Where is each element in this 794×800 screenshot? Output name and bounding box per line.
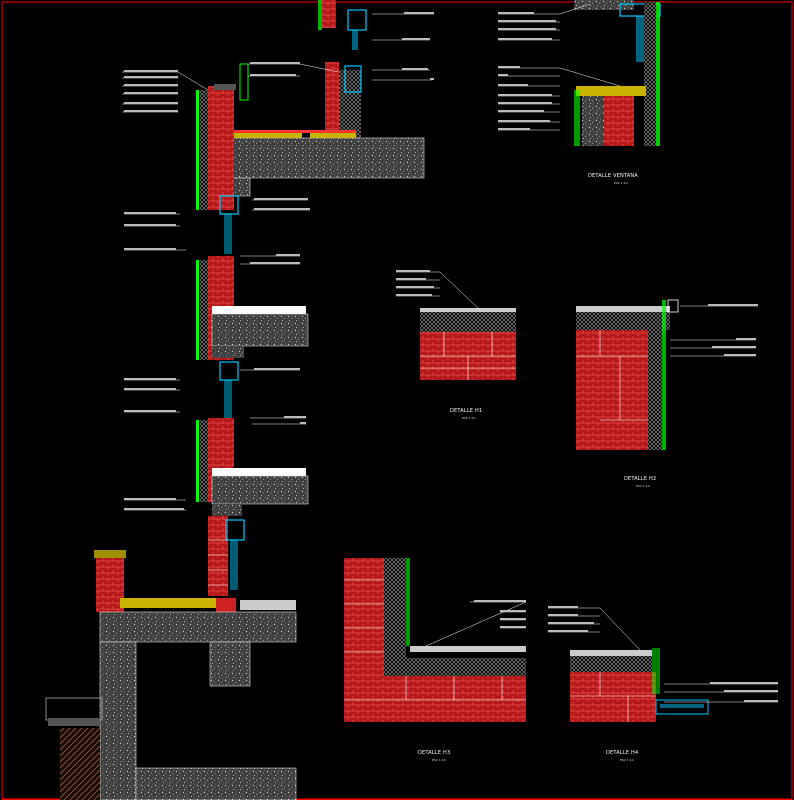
main-wall-section [45,0,434,800]
detail-h3: DETALLE H3 ESC 1:10 [344,558,527,762]
window-module-1 [219,195,239,254]
detail-h4-title: DETALLE H4 [606,750,638,756]
detail-window-scale: ESC 1:10 [614,181,628,185]
wall-module-3 [196,418,309,596]
detail-h1: DETALLE H1 ESC 1:10 [396,270,516,420]
section-label-blocks [124,12,434,510]
parapet-module-1 [196,63,249,210]
detail-h4: DETALLE H4 ESC 1:10 [548,606,778,762]
top-wall-module [318,0,367,142]
detail-h1-title: DETALLE H1 [450,408,482,414]
ground-floor-module [45,550,297,800]
detail-h3-title: DETALLE H3 [418,750,450,756]
slab-level-1 [209,130,425,197]
detail-h3-scale: ESC 1:10 [432,758,446,762]
detail-h4-scale: ESC 1:10 [620,758,634,762]
detail-h1-scale: ESC 1:10 [462,416,476,420]
detail-h2: DETALLE H2 ESC 1:10 [576,299,758,488]
detail-window-title: DETALLE VENTANA [588,173,638,179]
wall-module-2 [196,256,309,420]
detail-window: DETALLE VENTANA ESC 1:10 [498,0,661,185]
detail-h2-title: DETALLE H2 [624,476,656,482]
detail-h2-scale: ESC 1:10 [636,484,650,488]
